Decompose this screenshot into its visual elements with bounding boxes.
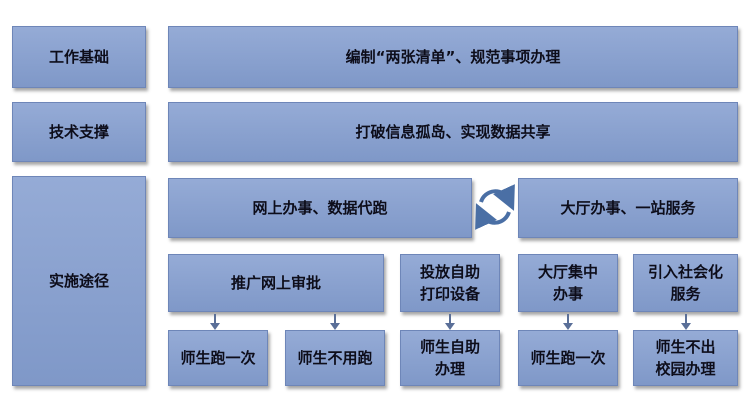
outcome-on-campus: 师生不出 校园办理: [633, 330, 738, 386]
outcome-no-run: 师生不用跑: [285, 330, 385, 386]
cycle-arrows-icon: [475, 184, 515, 230]
arrow-down: [445, 314, 455, 330]
arrow-down: [563, 314, 573, 330]
tech-content: 打破信息孤岛、实现数据共享: [168, 102, 738, 162]
row-label-foundation: 工作基础: [12, 26, 146, 88]
approach-online-approval: 推广网上审批: [168, 254, 384, 312]
row-label-tech: 技术支撑: [12, 102, 146, 162]
outcome-run-once-hall: 师生跑一次: [518, 330, 618, 386]
approach-self-print: 投放自助 打印设备: [400, 254, 500, 312]
arrow-down: [681, 314, 691, 330]
arrow-down: [330, 314, 340, 330]
approach-social-service: 引入社会化 服务: [633, 254, 738, 312]
outcome-run-once: 师生跑一次: [168, 330, 268, 386]
row-label-path: 实施途径: [12, 176, 146, 386]
hall-header: 大厅办事、一站服务: [518, 178, 738, 238]
outcome-self-service: 师生自助 办理: [400, 330, 500, 386]
foundation-content: 编制“两张清单”、规范事项办理: [168, 26, 738, 88]
online-header: 网上办事、数据代跑: [168, 178, 472, 238]
approach-hall-centralized: 大厅集中 办事: [518, 254, 618, 312]
arrow-down: [210, 314, 220, 330]
